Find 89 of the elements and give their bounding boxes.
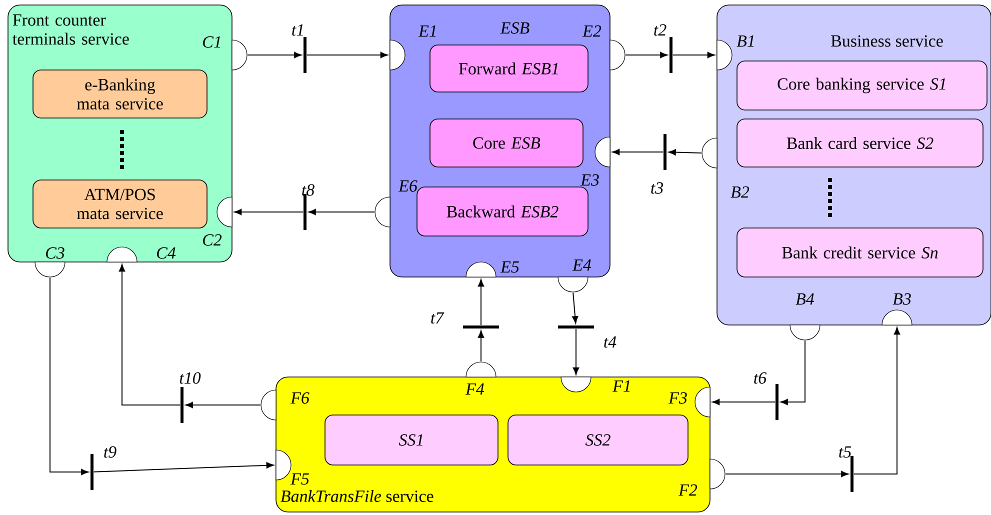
transition-bar [90, 454, 94, 490]
service-box: Bank credit service Sn [736, 228, 984, 278]
port-semicircle [374, 196, 390, 228]
port-label: F6 [290, 392, 310, 404]
port-label: E6 [398, 180, 418, 192]
port-semicircle [34, 262, 66, 278]
port-label: F5 [290, 473, 309, 485]
port-semicircle [710, 458, 726, 490]
arrow [50, 277, 89, 476]
port-label: E2 [582, 25, 602, 37]
arrow [712, 398, 776, 406]
port-label: E4 [572, 259, 592, 271]
port-label: B2 [730, 186, 750, 198]
port-semicircle [694, 386, 710, 418]
arrow [478, 279, 484, 326]
port-semicircle [390, 40, 406, 70]
port-semicircle [466, 362, 496, 378]
arrow [625, 52, 668, 58]
transition-label: t9 [104, 446, 116, 458]
port-label: B4 [796, 293, 814, 305]
transition-label: t8 [302, 184, 314, 196]
transition-bar [558, 326, 594, 328]
port-semicircle [882, 310, 912, 326]
port-semicircle [466, 262, 496, 278]
port-semicircle [790, 324, 820, 340]
port-label: F4 [465, 383, 484, 395]
port-semicircle [560, 376, 592, 392]
transition-bar [670, 37, 672, 73]
port-semicircle [558, 276, 588, 292]
port-label: C1 [203, 36, 220, 48]
arrow [725, 470, 849, 478]
port-label: F2 [678, 484, 698, 496]
transition-label: t3 [651, 182, 664, 194]
port-label: F1 [612, 380, 630, 392]
transition-label: t5 [839, 446, 852, 458]
arrow [668, 149, 702, 156]
transition-bar [850, 456, 854, 492]
service-box: Bank card service S2 [736, 118, 984, 168]
port-label: E3 [580, 174, 599, 186]
arrow [234, 208, 304, 216]
service-box: SS2 [508, 414, 688, 466]
port-semicircle [232, 40, 248, 70]
port-label: E5 [500, 261, 519, 273]
transition-bar [776, 384, 778, 420]
service-box: ATM/POS mata service [32, 180, 208, 228]
port-label: C2 [203, 234, 222, 246]
port-label: B3 [892, 293, 911, 305]
port-semicircle [610, 40, 626, 70]
arrow [780, 340, 806, 406]
port-semicircle [106, 246, 138, 262]
port-semicircle [216, 196, 232, 228]
arrow [308, 208, 375, 216]
service-box: Core ESB [430, 118, 584, 168]
service-box: Core banking service S1 [736, 60, 988, 110]
service-box: Forward ESB1 [430, 44, 588, 92]
arrow [853, 327, 900, 474]
arrow [478, 330, 484, 362]
arrow [572, 328, 580, 375]
transition-bar [180, 387, 184, 423]
transition-label: t2 [654, 24, 666, 36]
port-semicircle [702, 138, 718, 168]
transition-label: t6 [754, 372, 767, 384]
arrow [93, 462, 274, 472]
port-label: F3 [668, 392, 687, 404]
arrow [247, 52, 302, 58]
transition-label: t4 [604, 336, 616, 348]
transition-bar [304, 37, 306, 73]
arrow [118, 264, 181, 406]
service-box: e-Banking mata service [32, 70, 208, 118]
service-box: Backward ESB2 [416, 186, 588, 236]
port-label: C3 [46, 247, 64, 259]
arrow [185, 402, 261, 408]
port-semicircle [276, 450, 292, 480]
transition-label: t7 [431, 312, 444, 324]
service-box: SS1 [324, 414, 498, 466]
port-label: C4 [157, 247, 176, 259]
port-label: B1 [736, 35, 754, 47]
port-semicircle [594, 136, 610, 168]
port-label: E1 [418, 25, 436, 37]
arrow [572, 292, 578, 324]
port-semicircle [716, 40, 732, 70]
arrow [612, 148, 664, 156]
port-semicircle [260, 390, 276, 420]
transition-bar [304, 194, 306, 230]
transition-label: t10 [180, 372, 201, 384]
transition-label: t1 [292, 24, 303, 36]
arrow [672, 52, 715, 58]
arrow [306, 52, 388, 58]
transition-bar [463, 326, 499, 328]
